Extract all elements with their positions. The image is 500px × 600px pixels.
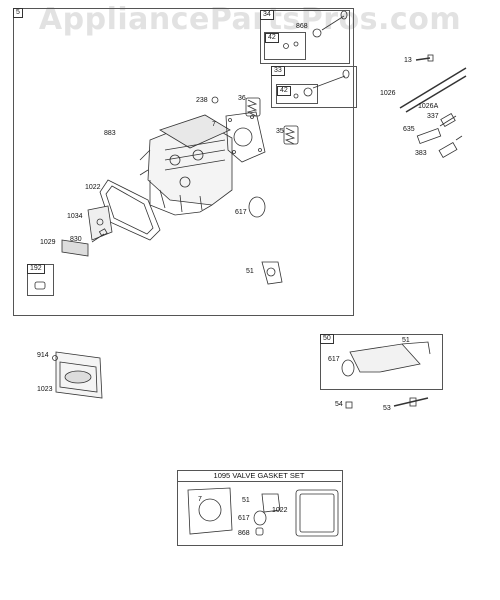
part-51-label: 51 [402, 337, 410, 344]
valve-sub-box-33 [271, 66, 357, 108]
part-1026a-label: 1026A [418, 103, 439, 110]
intake-box [320, 334, 443, 390]
part-830-label: 830 [70, 236, 82, 243]
valve-cover-gasket-icon [295, 489, 339, 537]
retainer-icon [211, 96, 219, 104]
part-35-label: 35 [276, 128, 284, 135]
intake-gasket-icon [261, 493, 281, 513]
main-assembly-tag: 5 [13, 8, 23, 18]
screw-icon [52, 355, 58, 361]
part-238-label: 238 [196, 97, 208, 104]
part-617-label: 617 [235, 209, 247, 216]
valve-sub-box-33-tag: 33 [271, 66, 285, 76]
part-36-label: 36 [238, 95, 246, 102]
valve-sub-box-34-inner [264, 32, 306, 60]
spark-plug-icon [438, 135, 463, 159]
cylinder-head-icon [139, 114, 233, 216]
part-868-label: 868 [296, 23, 308, 30]
part-1022-label: 1022 [272, 507, 288, 514]
part-1022-label: 1022 [85, 184, 101, 191]
fitting-icon [34, 281, 46, 290]
gasket-set-title: 1095 VALVE GASKET SET [213, 471, 305, 480]
part-53-label: 53 [383, 405, 391, 412]
part-635-label: 635 [403, 126, 415, 133]
valve-spring-icon [245, 97, 261, 117]
spark-plug-icon [439, 112, 457, 128]
sub-box-192-tag: 192 [27, 264, 45, 274]
valve-sub-box-34 [260, 10, 350, 64]
o-ring-icon [253, 510, 267, 526]
head-gasket-icon [225, 111, 266, 163]
part-51-label: 51 [246, 268, 254, 275]
main-assembly-box [13, 8, 354, 316]
push-rod-icon [399, 67, 467, 113]
bolt-icon [91, 228, 108, 243]
breather-plate-icon [87, 205, 113, 241]
o-ring-icon [248, 196, 266, 218]
part-1029-label: 1029 [40, 239, 56, 246]
breather-icon [61, 239, 89, 257]
part-51-label: 51 [242, 497, 250, 504]
valve-sub-box-33-inner-tag: 42 [277, 86, 291, 96]
part-617-label: 617 [238, 515, 250, 522]
valve-icon [293, 69, 350, 99]
part-883-label: 883 [104, 130, 116, 137]
stud-icon [393, 397, 429, 407]
part-7-label: 7 [198, 496, 202, 503]
part-383-label: 383 [415, 150, 427, 157]
intake-manifold-icon [341, 341, 431, 377]
part-914-label: 914 [37, 352, 49, 359]
bolt-icon [345, 401, 353, 409]
valve-sub-box-34-tag: 34 [260, 10, 274, 20]
part-13-label: 13 [404, 57, 412, 64]
valve-sub-box-34-inner-tag: 42 [265, 33, 279, 43]
valve-cover-gasket-icon [99, 179, 161, 241]
head-gasket-icon [187, 487, 233, 535]
valve-cover-icon [55, 351, 103, 399]
part-7-label: 7 [212, 121, 216, 128]
part-868-label: 868 [238, 530, 250, 537]
stud-icon [415, 54, 434, 62]
part-1023-label: 1023 [37, 386, 53, 393]
gasket-set-box [177, 470, 343, 546]
part-617-label: 617 [328, 356, 340, 363]
lifter-icon [416, 127, 442, 145]
intake-box-tag: 50 [320, 334, 334, 344]
part-1026-label: 1026 [380, 90, 396, 97]
part-1034-label: 1034 [67, 213, 83, 220]
part-54-label: 54 [335, 401, 343, 408]
intake-gasket-icon [261, 261, 283, 285]
seal-icon [255, 527, 264, 536]
gasket-set-title-bar [177, 470, 341, 482]
valve-icon [283, 10, 348, 49]
part-337-label: 337 [427, 113, 439, 120]
valve-sub-box-33-inner [276, 84, 318, 104]
watermark: AppliancePartsPros.com [38, 2, 462, 37]
valve-spring-icon [283, 125, 299, 145]
